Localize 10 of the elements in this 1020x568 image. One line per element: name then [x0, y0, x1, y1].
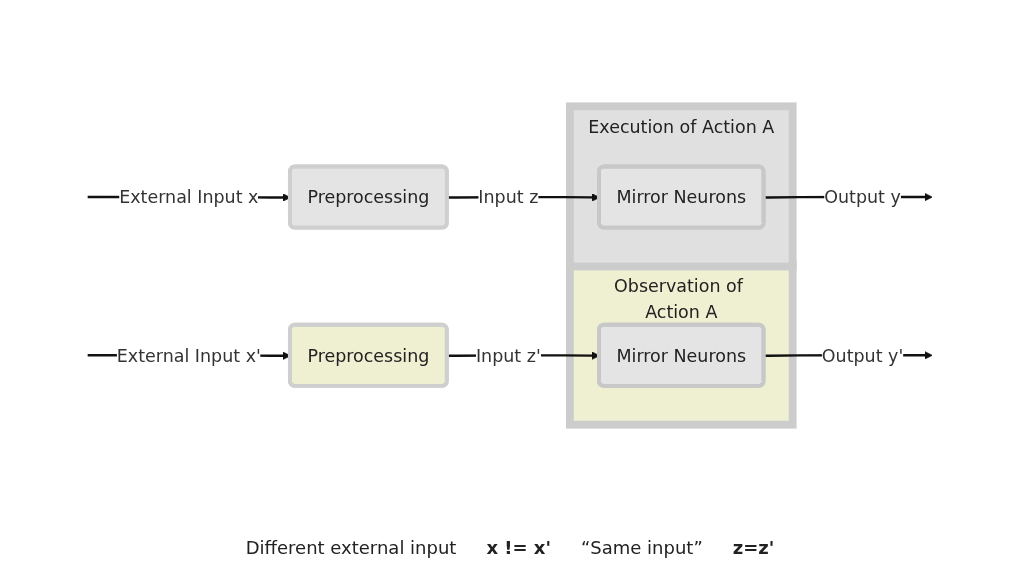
- edge-label: External Input x: [119, 186, 259, 208]
- formula-label: z=z': [732, 537, 775, 558]
- edge-label: Output y': [821, 345, 904, 366]
- edge-label: Output y: [824, 186, 901, 208]
- note-label: “Same input”: [581, 537, 703, 558]
- note-label: Different external input: [245, 537, 457, 558]
- edge-label: Input z: [478, 186, 539, 208]
- formula-label: x != x': [486, 537, 551, 558]
- edge-label: Input z': [475, 345, 541, 366]
- edge-label: External Input x': [116, 345, 261, 366]
